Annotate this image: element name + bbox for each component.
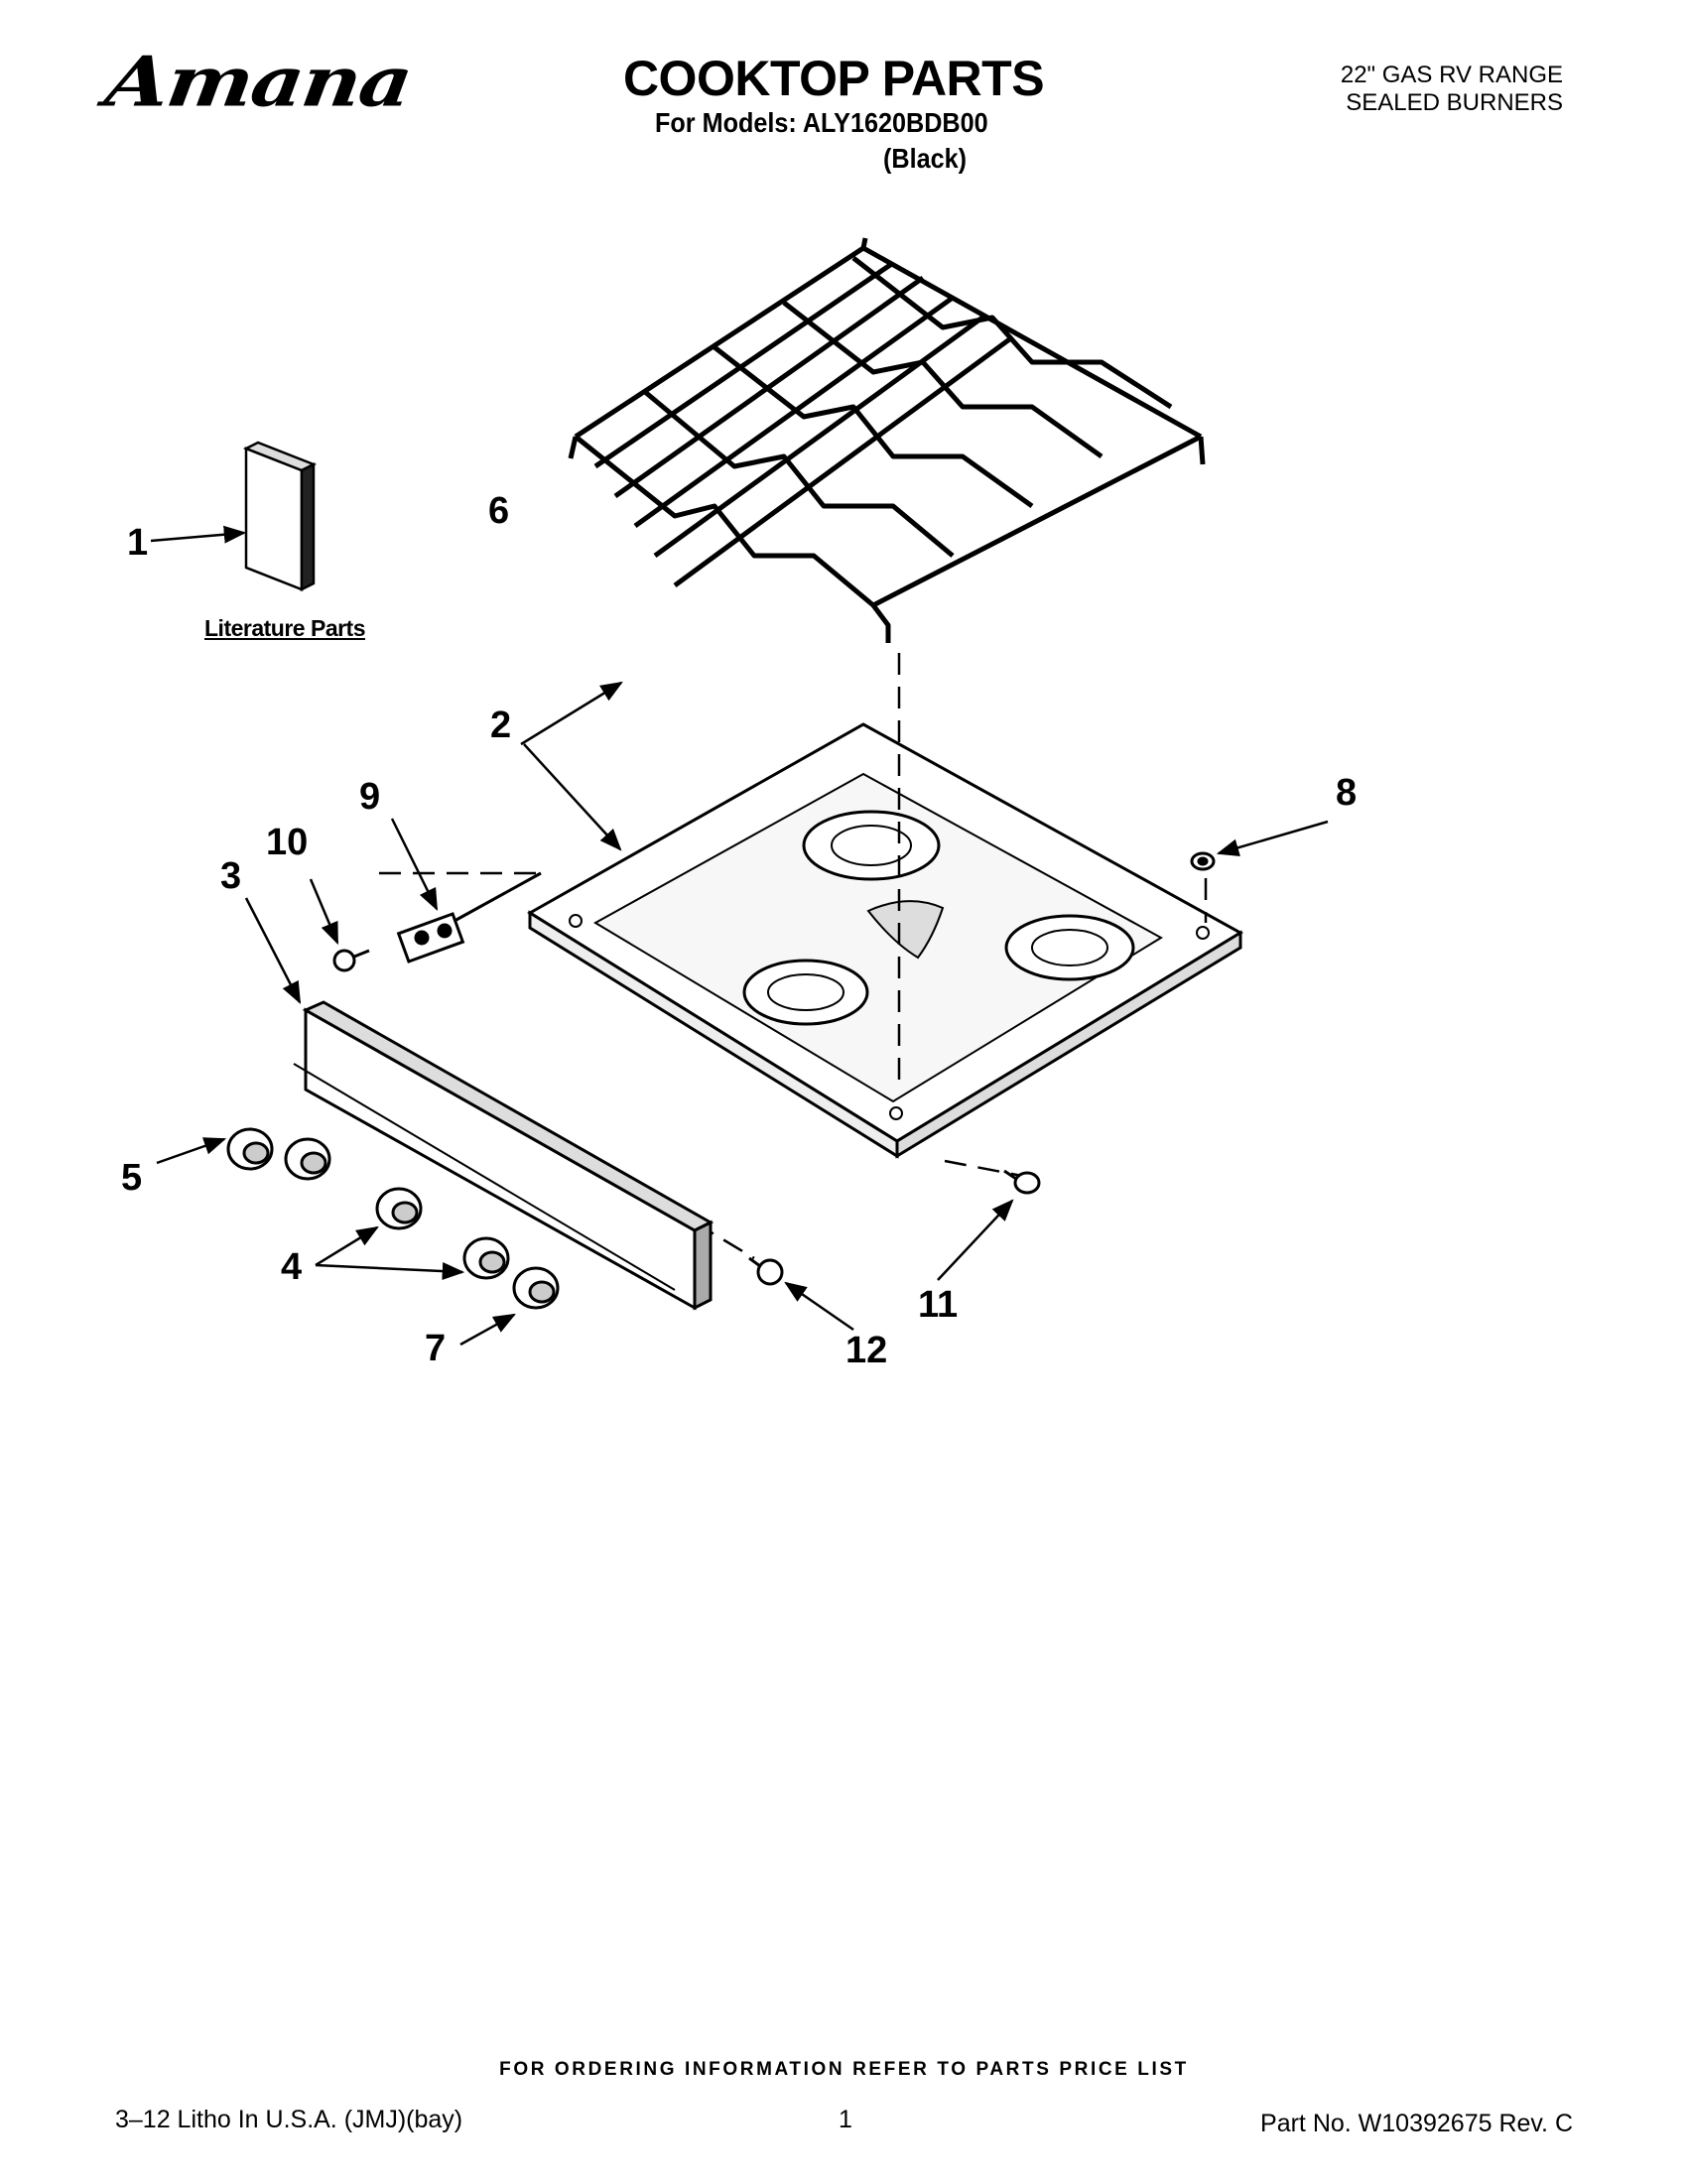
callout-5: 5 [121, 1157, 143, 1199]
callout-3: 3 [220, 855, 242, 897]
callout-6: 6 [488, 490, 510, 532]
valve-assembly [396, 871, 542, 964]
cooktop [527, 722, 1243, 1159]
knob-4c [462, 1236, 510, 1280]
callout-10: 10 [266, 822, 309, 863]
knob-4a [284, 1137, 331, 1181]
burner-type: SEALED BURNERS [1346, 89, 1563, 116]
callout-2: 2 [490, 705, 512, 746]
callout-7: 7 [425, 1328, 447, 1369]
knobs [226, 1127, 560, 1310]
screw-11 [1003, 1169, 1041, 1195]
page-number: 1 [839, 2106, 852, 2133]
models-line: For Models: ALY1620BDB00 [655, 107, 988, 138]
callout-8: 8 [1336, 772, 1358, 814]
color-line: (Black) [883, 143, 968, 174]
control-panel [293, 1000, 714, 1311]
part-number: Part No. W10392675 Rev. C [1260, 2110, 1573, 2137]
knob-7 [512, 1266, 560, 1310]
screw-12 [748, 1256, 784, 1286]
grate [568, 237, 1206, 643]
leader-arrows [150, 525, 1329, 1347]
range-type: 22" GAS RV RANGE [1340, 62, 1563, 88]
knob-4b [375, 1187, 423, 1230]
grommet [1190, 851, 1216, 871]
literature-parts-label: Literature Parts [204, 615, 366, 641]
range-description: 22" GAS RV RANGE SEALED BURNERS [1341, 62, 1563, 117]
callout-9: 9 [359, 776, 381, 818]
valve-screw [332, 949, 370, 972]
callout-1: 1 [127, 522, 149, 564]
callout-12: 12 [845, 1330, 888, 1371]
knob-5 [226, 1127, 274, 1171]
page-title: COOKTOP PARTS [622, 51, 1045, 106]
callout-4: 4 [281, 1246, 303, 1288]
ordering-info: FOR ORDERING INFORMATION REFER TO PARTS … [499, 2059, 1189, 2080]
literature-booklet [242, 441, 318, 592]
litho-info: 3–12 Litho In U.S.A. (JMJ)(bay) [115, 2106, 463, 2133]
callout-11: 11 [918, 1284, 959, 1326]
